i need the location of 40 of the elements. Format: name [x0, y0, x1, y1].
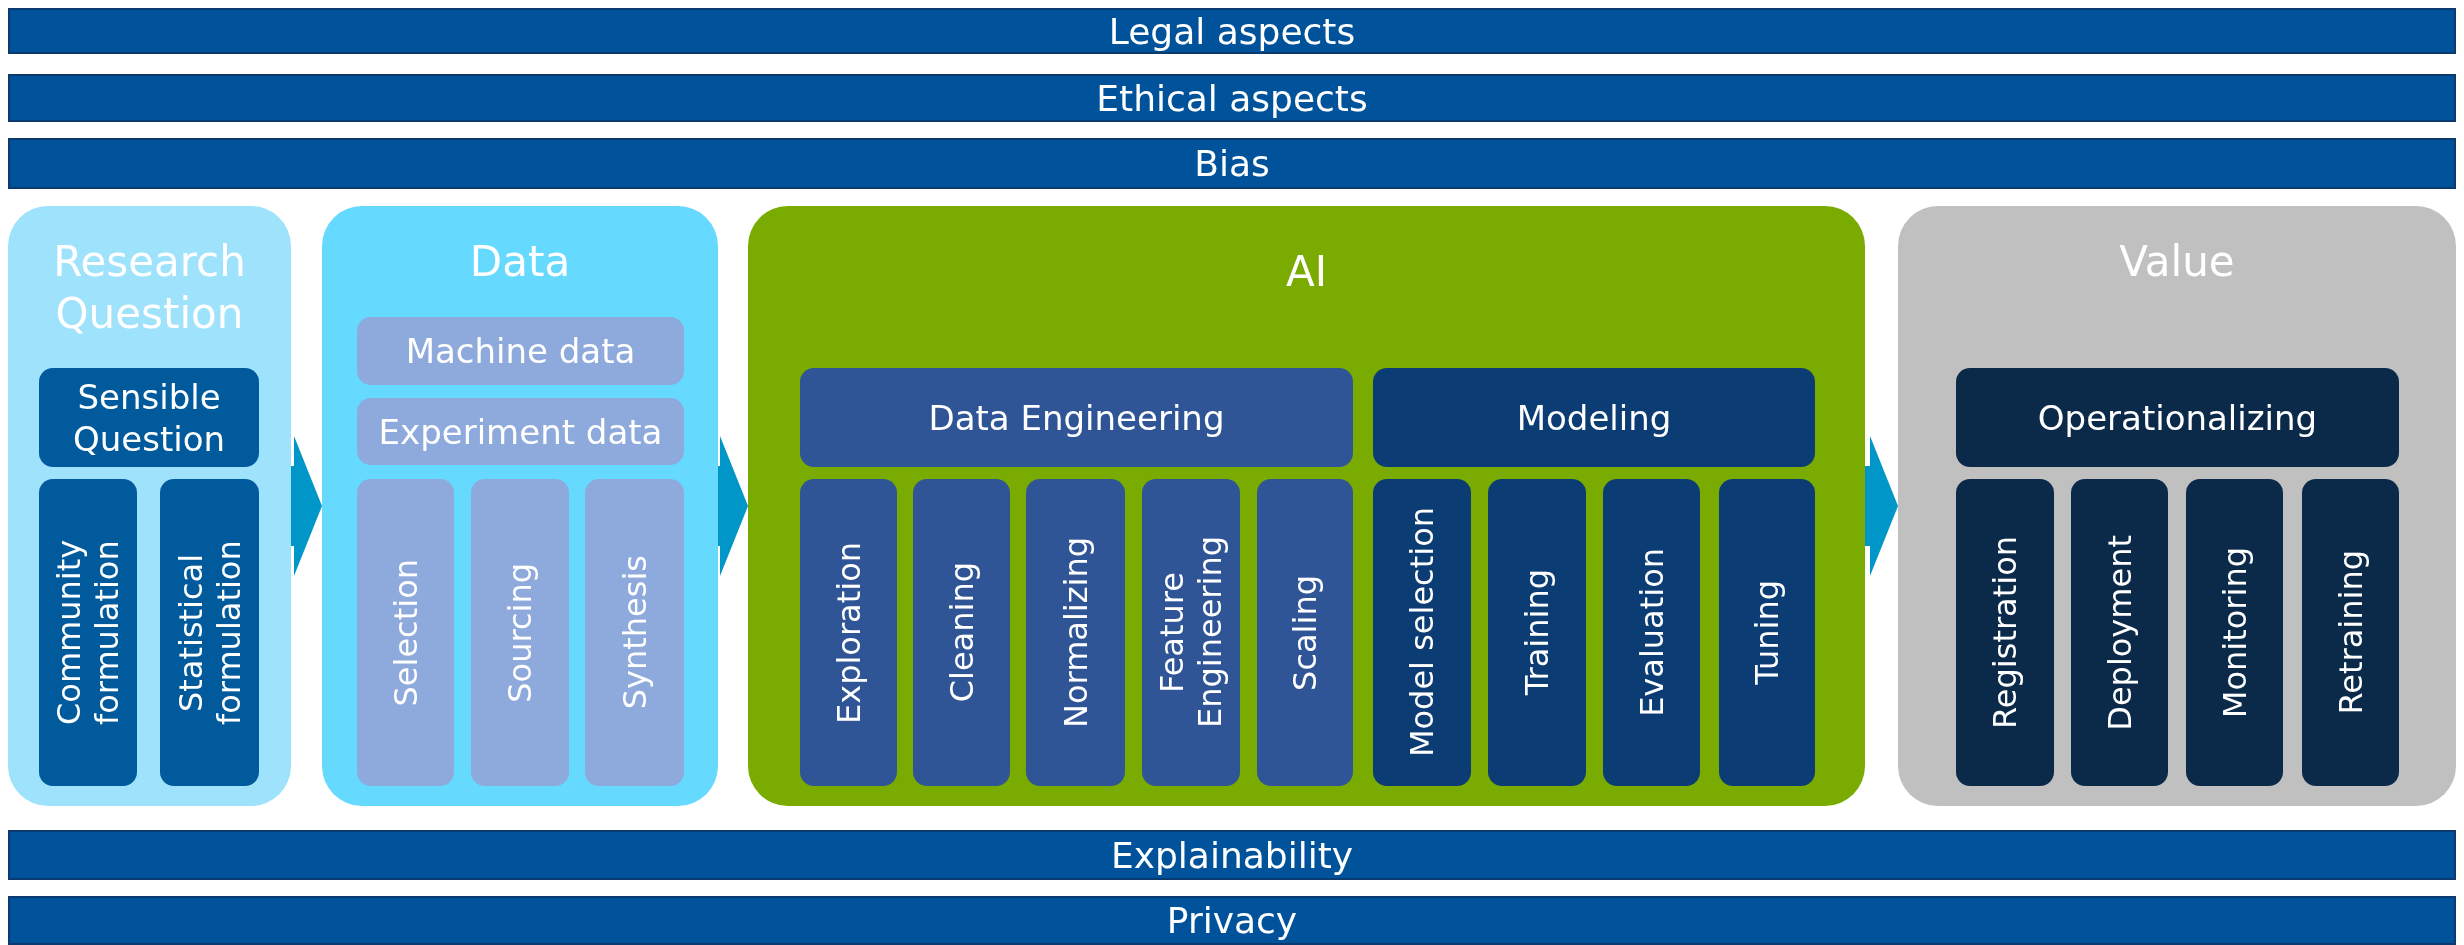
chevron-arrow — [718, 436, 748, 576]
step-box: Sourcing — [471, 479, 569, 786]
step-box: Evaluation — [1603, 479, 1700, 786]
step-box: Deployment — [2071, 479, 2168, 786]
chevron-arrow — [1865, 436, 1898, 576]
panel-title: AI — [1284, 246, 1329, 298]
step-box: Cleaning — [913, 479, 1010, 786]
stage-header: Machine data — [357, 317, 684, 385]
aspect-band: Ethical aspects — [8, 74, 2456, 122]
step-box: Exploration — [800, 479, 897, 786]
step-box: Tuning — [1719, 479, 1815, 786]
step-box: Community formulation — [39, 479, 137, 786]
step-box: Feature Engineering — [1142, 479, 1240, 786]
step-box: Retraining — [2302, 479, 2399, 786]
step-box: Normalizing — [1026, 479, 1125, 786]
step-box: Monitoring — [2186, 479, 2283, 786]
stage-header: Modeling — [1373, 368, 1815, 467]
chevron-arrow — [291, 436, 322, 576]
aspect-band: Bias — [8, 138, 2456, 189]
phase-panel — [748, 206, 1865, 806]
stage-header: Experiment data — [357, 398, 684, 465]
stage-header: Sensible Question — [39, 368, 259, 467]
step-box: Training — [1488, 479, 1586, 786]
step-box: Synthesis — [585, 479, 684, 786]
panel-title: Value — [2118, 236, 2236, 288]
step-box: Scaling — [1257, 479, 1353, 786]
step-box: Model selection — [1373, 479, 1471, 786]
phase-panel — [8, 206, 291, 806]
stage-header: Data Engineering — [800, 368, 1353, 467]
aspect-band: Explainability — [8, 830, 2456, 880]
panel-title: Research Question — [52, 236, 247, 340]
step-box: Statistical formulation — [160, 479, 259, 786]
stage-header: Operationalizing — [1956, 368, 2399, 467]
phase-panel — [322, 206, 718, 806]
phase-panel — [1898, 206, 2456, 806]
aspect-band: Privacy — [8, 896, 2456, 945]
step-box: Selection — [357, 479, 454, 786]
aspect-band: Legal aspects — [8, 8, 2456, 54]
step-box: Registration — [1956, 479, 2054, 786]
panel-title: Data — [468, 236, 572, 288]
